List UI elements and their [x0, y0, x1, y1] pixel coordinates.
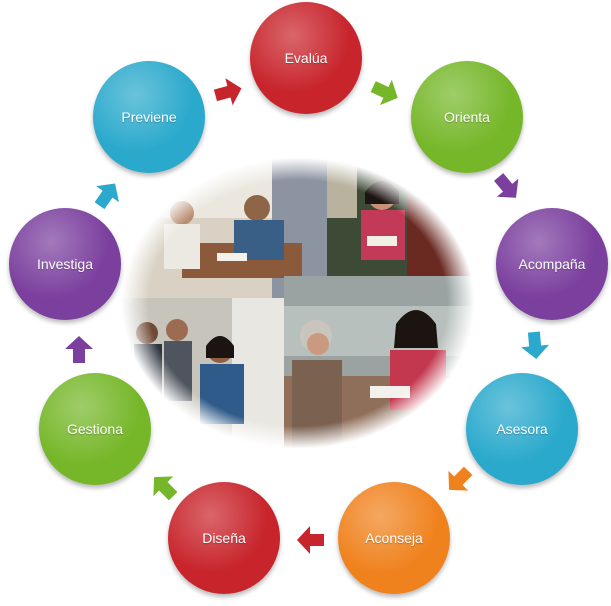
photo-student-notebook: [327, 158, 474, 276]
node-evalua: Evalúa: [250, 2, 362, 114]
arrow-shape: [94, 183, 120, 210]
node-label: Gestiona: [66, 421, 124, 437]
node-aconseja: Aconseja: [338, 482, 450, 594]
node-label: Previene: [121, 109, 177, 125]
node-label: Orienta: [444, 109, 490, 125]
arrow-icon: [213, 78, 242, 106]
arrow-icon: [370, 79, 398, 106]
node-acompana: Acompaña: [496, 208, 608, 320]
node-disena: Diseña: [168, 482, 280, 594]
photo-collage: [122, 158, 474, 448]
node-label: Aconseja: [365, 530, 423, 546]
arrow-shape: [297, 526, 324, 554]
node-label: Evalúa: [284, 50, 328, 66]
arrow-icon: [448, 466, 473, 491]
arrow-shape: [448, 466, 473, 491]
arrow-icon: [297, 526, 324, 554]
photo-meeting: [122, 158, 327, 298]
node-investiga: Investiga: [9, 208, 121, 320]
arrow-icon: [153, 476, 178, 501]
arrow-shape: [521, 331, 550, 359]
photo-counseling: [284, 276, 474, 448]
node-label: Acompaña: [518, 256, 586, 272]
arrow-icon: [65, 336, 93, 363]
node-label: Asesora: [496, 421, 548, 437]
arrow-shape: [370, 79, 398, 106]
arrow-shape: [213, 78, 242, 106]
node-label: Diseña: [202, 530, 246, 546]
arrow-shape: [494, 173, 519, 198]
node-label: Investiga: [36, 256, 94, 272]
arrow-icon: [494, 173, 519, 198]
node-gestiona: Gestiona: [39, 373, 151, 485]
node-previene: Previene: [93, 61, 205, 173]
arrow-icon: [521, 331, 550, 359]
arrow-icon: [94, 183, 120, 210]
arrow-shape: [153, 476, 178, 501]
node-orienta: Orienta: [411, 61, 523, 173]
node-asesora: Asesora: [466, 373, 578, 485]
arrow-shape: [65, 336, 93, 363]
